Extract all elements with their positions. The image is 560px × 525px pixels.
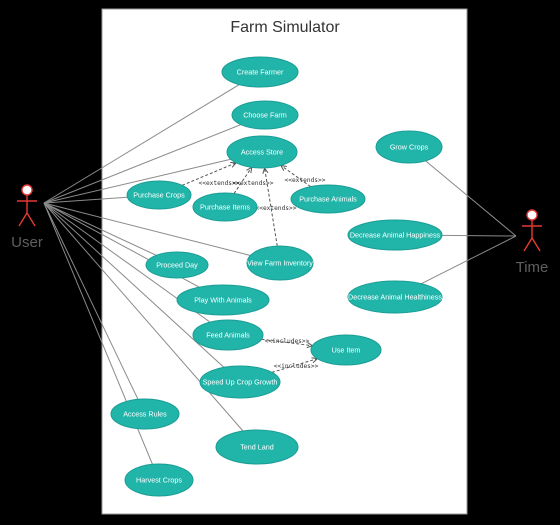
use-case-ellipse (226, 135, 298, 169)
association-user-access-store (43, 158, 231, 204)
stereotype-label: <<includes>> (265, 338, 310, 345)
use-case-purchase-animals[interactable]: Purchase Animals (290, 184, 366, 214)
stereotype-label: <<extends>> (285, 177, 326, 184)
association-time-decrease-animal-happiness (441, 234, 517, 237)
actor-user-head (21, 184, 33, 196)
use-case-grow-crops[interactable]: Grow Crops (375, 130, 443, 164)
use-case-ellipse (192, 319, 264, 351)
use-case-ellipse (145, 251, 209, 279)
use-case-label: Decrease Animal Healthiness (348, 292, 442, 301)
association-user-purchase-crops (43, 196, 128, 204)
use-case-label: Use Item (332, 345, 361, 354)
actor-time-head (526, 209, 538, 221)
association-user-create-farmer (43, 84, 240, 204)
stereotype-label: <<extends>> (233, 180, 274, 187)
use-case-use-item[interactable]: Use Item (310, 334, 382, 366)
actor-user-label: User (11, 234, 43, 251)
use-case-label: Feed Animals (206, 330, 250, 339)
association-user-view-farm-inventory (43, 202, 251, 256)
association-time-grow-crops (425, 160, 517, 237)
use-case-ellipse (124, 463, 194, 497)
use-case-ellipse (110, 398, 180, 430)
association-user-proceed-day (43, 202, 157, 256)
use-case-access-store[interactable]: Access Store (226, 135, 298, 169)
association-time-decrease-animal-healthiness (421, 235, 517, 285)
use-case-proceed-day[interactable]: Proceed Day (145, 251, 209, 279)
use-case-label: Create Farmer (237, 67, 284, 76)
use-case-label: Choose Farm (243, 110, 287, 119)
use-case-choose-farm[interactable]: Choose Farm (231, 100, 299, 130)
use-case-ellipse (347, 219, 443, 251)
use-case-label: Access Store (241, 147, 283, 156)
use-case-label: Tend Land (240, 442, 274, 451)
association-user-access-rules (43, 202, 139, 400)
use-case-feed-animals[interactable]: Feed Animals (192, 319, 264, 351)
use-case-label: Purchase Items (200, 202, 250, 211)
use-case-label: Speed Up Crop Growth (203, 377, 278, 386)
use-case-tend-land[interactable]: Tend Land (215, 429, 299, 465)
use-case-purchase-crops[interactable]: Purchase Crops (126, 180, 192, 210)
use-case-ellipse (290, 184, 366, 214)
use-case-access-rules[interactable]: Access Rules (110, 398, 180, 430)
use-case-harvest-crops[interactable]: Harvest Crops (124, 463, 194, 497)
use-case-ellipse (231, 100, 299, 130)
use-case-label: Decrease Animal Happiness (350, 230, 441, 239)
use-case-label: Harvest Crops (136, 475, 182, 484)
use-case-label: View Farm Inventory (247, 258, 313, 267)
use-case-ellipse (375, 130, 443, 164)
dependency-lines: <<extends>><<extends>><<extends>><<exten… (181, 161, 326, 373)
use-case-ellipse (347, 280, 443, 314)
use-case-label: Grow Crops (390, 142, 429, 151)
use-case-decrease-animal-happiness[interactable]: Decrease Animal Happiness (347, 219, 443, 251)
actor-time-label: Time (516, 259, 549, 276)
use-case-ellipse (215, 429, 299, 465)
use-case-decrease-animal-healthiness[interactable]: Decrease Animal Healthiness (347, 280, 443, 314)
use-case-ellipse (126, 180, 192, 210)
use-case-ellipse (192, 192, 258, 222)
use-case-label: Purchase Crops (133, 190, 185, 199)
use-case-ellipse (199, 365, 281, 399)
use-case-ellipse (246, 245, 314, 281)
use-case-view-farm-inventory[interactable]: View Farm Inventory (246, 245, 314, 281)
association-user-choose-farm (43, 124, 242, 204)
use-case-speed-up-crop-growth[interactable]: Speed Up Crop Growth (199, 365, 281, 399)
actor-time[interactable]: Time (516, 209, 549, 276)
use-case-purchase-items[interactable]: Purchase Items (192, 192, 258, 222)
use-case-ellipse (310, 334, 382, 366)
use-case-label: Access Rules (123, 409, 167, 418)
use-case-create-farmer[interactable]: Create Farmer (221, 56, 299, 88)
use-case-label: Proceed Day (156, 260, 198, 269)
stereotype-label: <<extends>> (199, 180, 240, 187)
actor-user[interactable]: User (11, 184, 43, 251)
use-case-ellipse (176, 284, 270, 316)
stereotype-label: <<extends>> (256, 205, 297, 212)
association-user-speed-up-crop-growth (43, 202, 225, 368)
use-case-play-with-animals[interactable]: Play With Animals (176, 284, 270, 316)
use-case-ellipse (221, 56, 299, 88)
system-title: Farm Simulator (230, 19, 340, 36)
use-case-label: Play With Animals (194, 295, 252, 304)
use-case-label: Purchase Animals (299, 194, 357, 203)
stereotype-label: <<includes>> (274, 363, 319, 370)
